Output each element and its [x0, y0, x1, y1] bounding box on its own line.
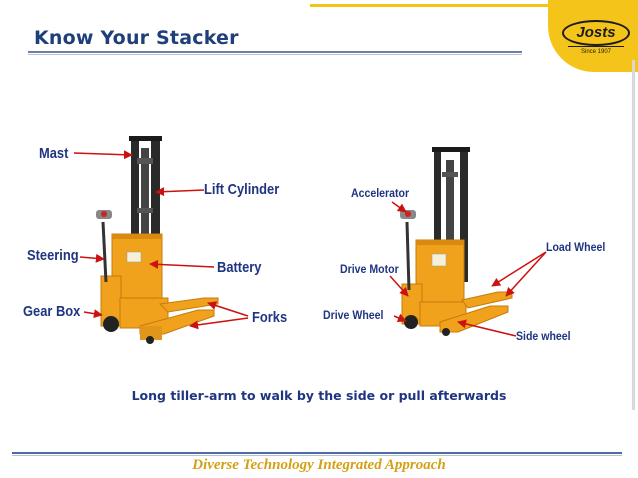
label-lift-cylinder: Lift Cylinder — [204, 181, 280, 198]
label-accelerator: Accelerator — [351, 186, 410, 200]
footer-rule-light — [12, 455, 622, 456]
label-side-wheel: Side wheel — [516, 329, 571, 343]
right-callout-arrows — [389, 201, 547, 337]
label-load-wheel: Load Wheel — [546, 240, 606, 254]
label-mast: Mast — [39, 145, 69, 162]
slide-title: Know Your Stacker — [34, 27, 239, 49]
label-battery: Battery — [217, 259, 262, 276]
label-steering: Steering — [27, 247, 79, 264]
josts-logo: Josts Since 1907 — [562, 20, 630, 60]
right-edge-bar — [632, 60, 635, 410]
header-accent-line — [310, 4, 638, 7]
left-stacker-image — [96, 136, 219, 344]
logo-since: Since 1907 — [568, 46, 624, 58]
slide-caption: Long tiller-arm to walk by the side or p… — [131, 388, 507, 403]
logo-wordmark: Josts — [562, 20, 630, 46]
right-stacker-image — [400, 147, 513, 336]
footer-tagline: Diverse Technology Integrated Approach — [192, 457, 446, 473]
title-underline-light — [28, 54, 522, 55]
label-gear-box: Gear Box — [23, 303, 81, 320]
title-underline — [28, 51, 522, 53]
label-forks: Forks — [252, 309, 288, 326]
left-callout-arrows — [73, 150, 249, 330]
label-drive-motor: Drive Motor — [340, 262, 399, 276]
label-drive-wheel: Drive Wheel — [323, 308, 384, 322]
footer-rule — [12, 452, 622, 454]
